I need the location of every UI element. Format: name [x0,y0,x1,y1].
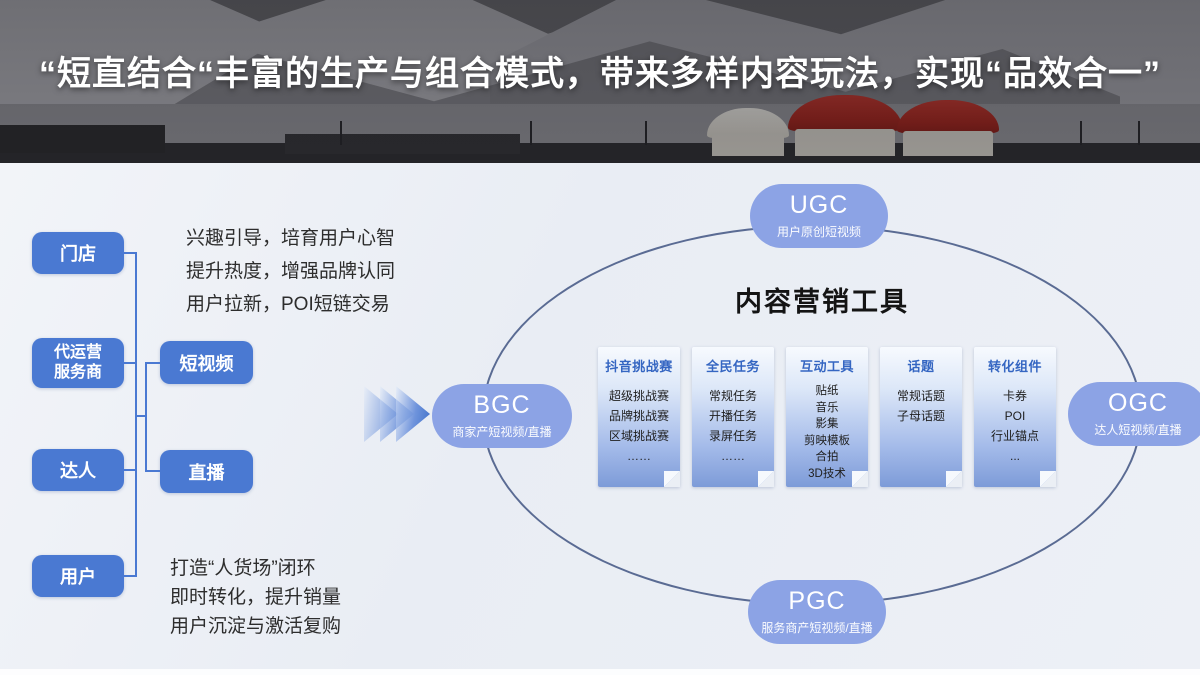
connector-line [124,575,137,577]
source-box-label: 代运营 [53,344,102,361]
bubble-pgc: PGC 服务商产短视频/直播 [748,580,886,644]
channel-box-live: 直播 [160,450,253,493]
card-items: 常规话题 子母话题 [880,386,962,426]
bottom-edge-strip [0,669,1200,675]
card-items: 卡券 POI 行业锚点 ... [974,386,1056,466]
bubble-label: BGC [473,391,531,420]
bottom-benefits-note: 打造“人货场”闭环 即时转化，提升销量 用户沉淀与激活复购 [170,554,341,641]
card-item: 行业锚点 [990,429,1039,443]
card-item: 卡券 [1002,389,1027,403]
card-items: 超级挑战赛 品牌挑战赛 区域挑战赛 …… [598,386,680,466]
source-box-store: 门店 [32,232,124,274]
source-box-influencer: 达人 [32,449,124,491]
connector-line [124,362,137,364]
card-item: POI [1004,409,1026,423]
fast-forward-icon [364,386,434,442]
building-silhouette [0,125,165,153]
source-box-label: 门店 [60,244,96,264]
tool-cards-row: 抖音挑战赛 超级挑战赛 品牌挑战赛 区域挑战赛 …… 全民任务 常规任务 开播任… [598,347,1056,487]
bubble-label: PGC [788,587,846,616]
card-item: 剪映模板 [804,434,850,447]
source-box-label: 达人 [60,461,96,481]
telegraph-pole [530,121,532,145]
bubble-bgc: BGC 商家产短视频/直播 [432,384,572,448]
source-box-agency: 代运营 服务商 [32,338,124,388]
note-line: 提升热度，增强品牌认同 [186,261,396,282]
card-item: 常规任务 [708,389,757,403]
note-line: 用户拉新，POI短链交易 [186,294,390,315]
bubble-ugc: UGC 用户原创短视频 [750,184,888,248]
card-item: 常规话题 [896,389,945,403]
header-photo-banner: “短直结合“丰富的生产与组合模式，带来多样内容玩法，实现“品效合一” [0,0,1200,163]
card-item: 3D技术 [808,467,846,480]
channel-box-short-video: 短视频 [160,341,253,384]
white-yurt [707,108,789,156]
bubble-subtitle: 商家产短视频/直播 [452,424,552,439]
chevron-right-icon [396,386,430,442]
card-title: 全民任务 [705,359,760,374]
connector-line [124,252,137,254]
building-silhouette [285,134,520,154]
source-box-label: 服务商 [53,364,102,381]
card-national-task: 全民任务 常规任务 开播任务 录屏任务 …… [692,347,774,487]
card-item: 影集 [815,418,839,430]
card-item: 超级挑战赛 [608,389,669,403]
note-line: 打造“人货场”闭环 [170,558,316,579]
card-title: 抖音挑战赛 [605,359,673,374]
diagram-title: 内容营销工具 [735,287,909,317]
card-item: …… [627,449,651,463]
card-interactive-tools: 互动工具 贴纸 音乐 影集 剪映模板 合拍 3D技术 [786,347,868,487]
connector-line [145,362,160,364]
card-challenge: 抖音挑战赛 超级挑战赛 品牌挑战赛 区域挑战赛 …… [598,347,680,487]
card-item: 贴纸 [815,385,839,397]
photo-dark-overlay [0,0,1200,163]
top-benefits-note: 兴趣引导，培育用户心智 提升热度，增强品牌认同 用户拉新，POI短链交易 [186,222,395,321]
card-item: 子母话题 [896,409,945,423]
card-item: 音乐 [815,401,839,414]
channel-box-label: 直播 [188,462,225,483]
card-item: …… [721,449,745,463]
card-item: 录屏任务 [708,429,757,443]
card-items: 常规任务 开播任务 录屏任务 …… [692,386,774,466]
card-item: 合拍 [815,451,839,463]
note-line: 即时转化，提升销量 [170,587,342,608]
channel-box-label: 短视频 [179,353,234,374]
telegraph-pole [1138,121,1140,145]
connector-line [124,469,137,471]
card-item: 区域挑战赛 [608,429,669,443]
note-line: 兴趣引导，培育用户心智 [186,228,396,249]
card-item: 开播任务 [708,409,757,423]
source-box-user: 用户 [32,555,124,597]
bubble-subtitle: 用户原创短视频 [776,224,861,239]
connector-line [135,252,137,577]
bubble-ogc: OGC 达人短视频/直播 [1068,382,1200,446]
note-line: 用户沉淀与激活复购 [170,616,342,637]
connector-line [145,362,147,472]
telegraph-pole [645,121,647,145]
card-item: ... [1009,449,1020,463]
card-item: 品牌挑战赛 [608,409,669,423]
card-title: 互动工具 [799,359,854,374]
connector-line [135,415,147,417]
telegraph-pole [1080,121,1082,145]
card-title: 话题 [907,359,935,374]
source-box-label: 用户 [60,567,96,587]
bubble-label: UGC [789,191,849,220]
slide-title: “短直结合“丰富的生产与组合模式，带来多样内容玩法，实现“品效合一” [39,55,1161,93]
bubble-subtitle: 达人短视频/直播 [1094,422,1182,437]
snow-field [0,104,1200,146]
card-conversion-components: 转化组件 卡券 POI 行业锚点 ... [974,347,1056,487]
bubble-label: OGC [1108,389,1168,418]
connector-line [145,470,160,472]
bubble-subtitle: 服务商产短视频/直播 [761,620,873,635]
card-title: 转化组件 [987,359,1042,374]
card-topic: 话题 常规话题 子母话题 [880,347,962,487]
telegraph-pole [340,121,342,145]
card-items: 贴纸 音乐 影集 剪映模板 合拍 3D技术 [786,383,868,482]
